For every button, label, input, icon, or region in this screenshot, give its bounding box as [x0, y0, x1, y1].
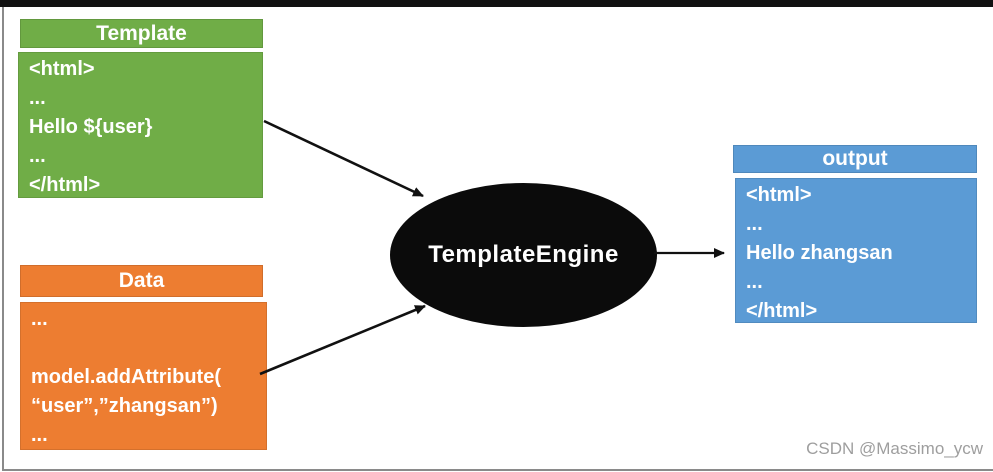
- data-code-line: ...: [31, 424, 48, 446]
- arrow-data-to-engine: [259, 304, 426, 376]
- template-code-line: ...: [29, 87, 46, 109]
- output-code-line: Hello zhangsan: [746, 242, 893, 264]
- top-border-bar: [0, 0, 993, 7]
- template-code-line: <html>: [29, 58, 95, 80]
- data-code-line: [31, 334, 266, 363]
- arrow-template-to-engine: [263, 119, 424, 198]
- template-box-header: Template: [20, 19, 263, 48]
- output-code-line: ...: [746, 213, 763, 235]
- output-code-line: </html>: [746, 300, 818, 322]
- bottom-border-line: [2, 469, 993, 471]
- csdn-watermark: CSDN @Massimo_ycw: [806, 439, 983, 458]
- template-engine-label: TemplateEngine: [428, 241, 619, 268]
- template-code-line: </html>: [29, 174, 101, 196]
- left-border-line: [2, 7, 4, 470]
- data-code-line: model.addAttribute(: [31, 366, 221, 388]
- template-code-line: ...: [29, 145, 46, 167]
- data-code-line: “user”,”zhangsan”): [31, 395, 218, 417]
- data-box-body: ... model.addAttribute( “user”,”zhangsan…: [20, 302, 267, 450]
- template-engine-ellipse: TemplateEngine: [390, 183, 657, 327]
- data-box-header: Data: [20, 265, 263, 297]
- output-code-line: <html>: [746, 184, 812, 206]
- data-code-line: ...: [31, 308, 48, 330]
- output-code-line: ...: [746, 271, 763, 293]
- template-box-body: <html> ... Hello ${user} ... </html>: [18, 52, 263, 198]
- template-code-line: Hello ${user}: [29, 116, 153, 138]
- output-box-header: output: [733, 145, 977, 173]
- output-box-body: <html> ... Hello zhangsan ... </html>: [735, 178, 977, 323]
